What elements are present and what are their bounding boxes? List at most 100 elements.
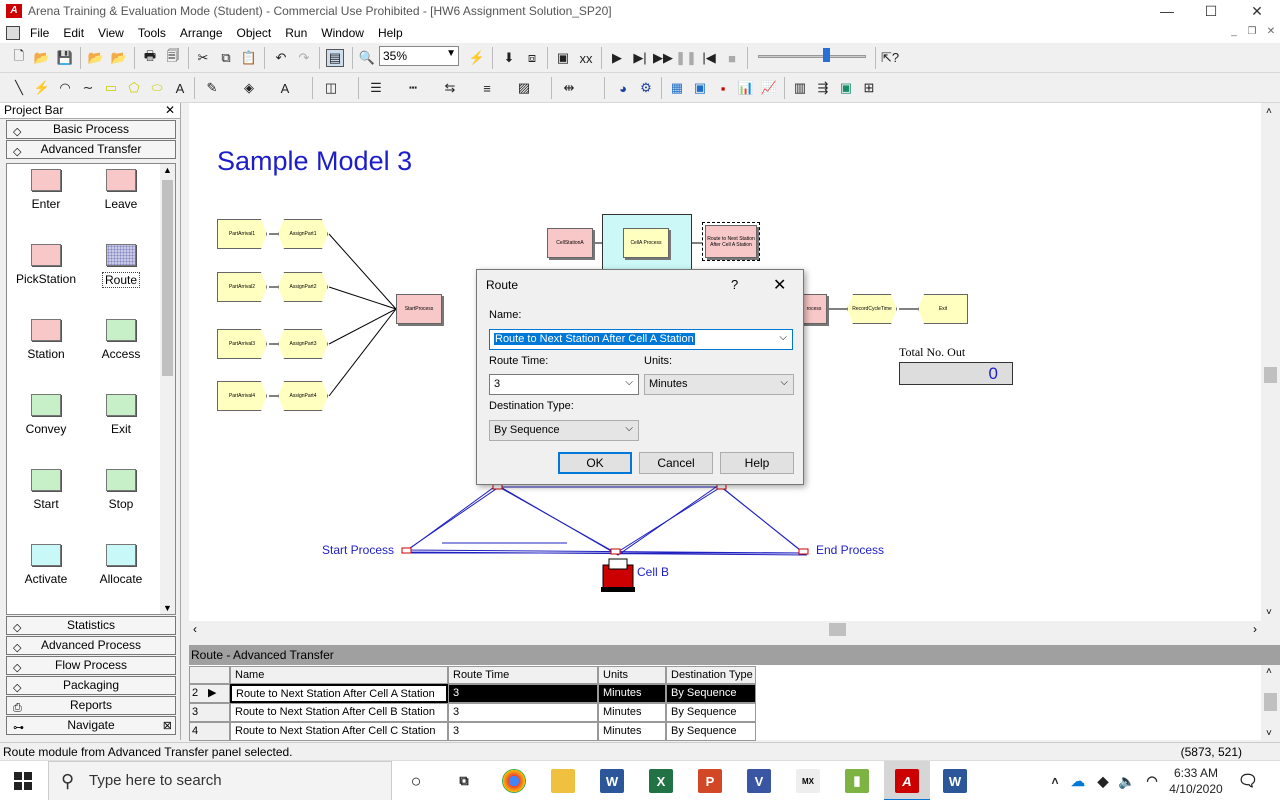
animate-connectors-icon[interactable]: ▣ xyxy=(556,50,570,65)
text-color-icon[interactable]: A xyxy=(280,80,290,96)
scrollbar-thumb[interactable] xyxy=(1264,693,1277,711)
module-route[interactable]: Route xyxy=(86,244,156,288)
step-into-icon[interactable]: ⬇ xyxy=(503,50,515,65)
chevron-up-icon[interactable]: ˄ xyxy=(1266,666,1272,677)
close-button[interactable]: ✕ xyxy=(1251,2,1263,19)
name-combo[interactable]: Route to Next Station After Cell A Stati… xyxy=(489,329,793,350)
chrome-icon[interactable] xyxy=(502,769,526,793)
show-dimensions-icon[interactable]: ⇹ xyxy=(563,80,575,95)
flow-module-part-arrival-2[interactable]: PartArrival2 xyxy=(217,272,267,302)
mdi-restore-button[interactable]: ❐ xyxy=(1247,26,1257,37)
flow-module-assign-part-2[interactable]: AssignPart2 xyxy=(278,272,328,302)
resource-icon[interactable]: ⚙ xyxy=(640,80,652,95)
template-icon[interactable]: 📂 xyxy=(110,50,128,65)
histogram-icon[interactable]: ▥ xyxy=(793,80,807,95)
line-width-icon[interactable]: ☰ xyxy=(370,80,382,95)
cancel-button[interactable]: Cancel xyxy=(639,452,713,474)
system-clock[interactable]: 6:33 AM 4/10/2020 xyxy=(1168,765,1224,797)
polygon-icon[interactable]: ⬠ xyxy=(128,80,140,95)
run-step-icon[interactable]: ▶| xyxy=(633,50,647,65)
flow-module-route-next-station[interactable]: Route to Next Station After Cell A Stati… xyxy=(702,222,760,261)
flow-module-cell-a-process[interactable]: CellA Process xyxy=(623,228,669,258)
column-header-name[interactable]: Name xyxy=(230,666,448,684)
text-icon[interactable]: A xyxy=(175,80,185,96)
module-stop[interactable]: Stop xyxy=(86,469,156,511)
seize-icon[interactable]: ▣ xyxy=(839,80,853,95)
module-panel-scrollbar[interactable]: ▲ ▼ xyxy=(160,164,175,614)
flow-module-part-arrival-1[interactable]: PartArrival1 xyxy=(217,219,267,249)
mdi-minimize-button[interactable]: _ xyxy=(1231,26,1237,37)
scrollbar-thumb[interactable] xyxy=(1264,367,1277,383)
module-access[interactable]: Access xyxy=(86,319,156,361)
window-background-icon[interactable]: ◫ xyxy=(324,80,338,95)
module-leave[interactable]: Leave xyxy=(86,169,156,211)
flow-module-assign-part-1[interactable]: AssignPart1 xyxy=(278,219,328,249)
flow-module-cell-station-a[interactable]: CellStationA xyxy=(547,228,593,258)
destination-type-select[interactable]: By Sequence ⌵ xyxy=(489,420,639,441)
queue-icon[interactable]: ◕ xyxy=(619,80,627,96)
cut-icon[interactable]: ✂ xyxy=(197,50,209,65)
minimize-button[interactable]: — xyxy=(1160,3,1174,19)
pause-icon[interactable]: ❚❚ xyxy=(675,50,697,65)
cell-destination-type[interactable]: By Sequence xyxy=(666,722,756,741)
connect-icon[interactable]: ⚡ xyxy=(468,50,486,65)
wifi-icon[interactable]: ◠ xyxy=(1146,773,1158,788)
dropbox-icon[interactable]: ◆ xyxy=(1097,772,1109,789)
panel-packaging[interactable]: ◇Packaging xyxy=(6,676,176,695)
panel-basic-process[interactable]: ◇Basic Process xyxy=(6,120,176,139)
panel-statistics[interactable]: ◇Statistics xyxy=(6,616,176,635)
maximize-button[interactable]: ☐ xyxy=(1204,2,1218,19)
flow-module-part-arrival-4[interactable]: PartArrival4 xyxy=(217,381,267,411)
flow-module-start-process[interactable]: StartProcess xyxy=(396,294,442,324)
units-select[interactable]: Minutes ⌵ xyxy=(644,374,794,395)
module-enter[interactable]: Enter xyxy=(11,169,81,211)
print-preview-icon[interactable]: 🗐 xyxy=(166,48,180,63)
cell-name[interactable]: Route to Next Station After Cell A Stati… xyxy=(230,684,448,703)
chevron-up-icon[interactable]: ˄ xyxy=(1051,774,1059,788)
bezier-icon[interactable]: ∼ xyxy=(82,80,94,95)
cell-route-time[interactable]: 3 xyxy=(448,684,598,703)
menu-window[interactable]: Window xyxy=(321,25,364,40)
document-icon[interactable] xyxy=(6,25,20,40)
line-color-icon[interactable]: ✎ xyxy=(206,80,218,95)
undo-icon[interactable]: ↶ xyxy=(275,50,287,65)
cell-route-time[interactable]: 3 xyxy=(448,703,598,722)
cell-destination-type[interactable]: By Sequence xyxy=(666,703,756,722)
menu-arrange[interactable]: Arrange xyxy=(179,25,223,40)
mdi-close-button[interactable]: ✕ xyxy=(1266,26,1276,37)
menu-file[interactable]: File xyxy=(30,25,50,40)
module-activate[interactable]: Activate xyxy=(11,544,81,586)
flow-module-assign-part-3[interactable]: AssignPart3 xyxy=(278,329,328,359)
panel-navigate[interactable]: ⊶Navigate⊠ xyxy=(6,716,176,735)
module-convey[interactable]: Convey xyxy=(11,394,81,436)
rectangle-icon[interactable]: ▭ xyxy=(104,80,118,95)
maxstat-icon[interactable]: MX xyxy=(796,769,820,793)
help-question-icon[interactable]: ? xyxy=(731,277,739,292)
variable-icon[interactable]: ▦ xyxy=(670,80,684,95)
line-icon[interactable]: ╲ xyxy=(15,80,23,95)
dialog-close-icon[interactable]: ✕ xyxy=(773,277,787,294)
cell-destination-type[interactable]: By Sequence xyxy=(666,684,756,703)
ellipse-icon[interactable]: ⬭ xyxy=(151,80,163,95)
notifications-icon[interactable]: 🗨 xyxy=(1237,773,1259,790)
ok-button[interactable]: OK xyxy=(558,452,632,474)
help-button[interactable]: Help xyxy=(720,452,794,474)
panel-reports[interactable]: ⎙Reports xyxy=(6,696,176,715)
fast-forward-icon[interactable]: ▶▶ xyxy=(653,50,673,65)
parking-icon[interactable]: ⊞ xyxy=(863,80,875,95)
context-help-icon[interactable]: ⇱? xyxy=(880,50,900,65)
attach-file-icon[interactable]: 📂 xyxy=(87,50,105,65)
spreadsheet-scrollbar[interactable]: ˄ ˅ xyxy=(1261,665,1280,740)
chevron-left-icon[interactable]: ‹ xyxy=(193,622,197,636)
run-go-icon[interactable]: ▶ xyxy=(612,50,622,65)
canvas-horizontal-scrollbar[interactable]: ‹ › xyxy=(189,621,1261,638)
storage-icon[interactable]: ⇶ xyxy=(817,80,829,95)
chevron-down-icon[interactable]: ▼ xyxy=(163,603,172,613)
cortana-icon[interactable]: ○ xyxy=(410,770,422,791)
word-icon[interactable]: W xyxy=(600,769,624,793)
flow-module-assign-part-4[interactable]: AssignPart4 xyxy=(278,381,328,411)
module-allocate[interactable]: Allocate xyxy=(86,544,156,586)
menu-edit[interactable]: Edit xyxy=(63,25,85,40)
row-number[interactable]: 3 xyxy=(189,703,230,722)
plot-icon[interactable]: 📈 xyxy=(760,80,778,95)
